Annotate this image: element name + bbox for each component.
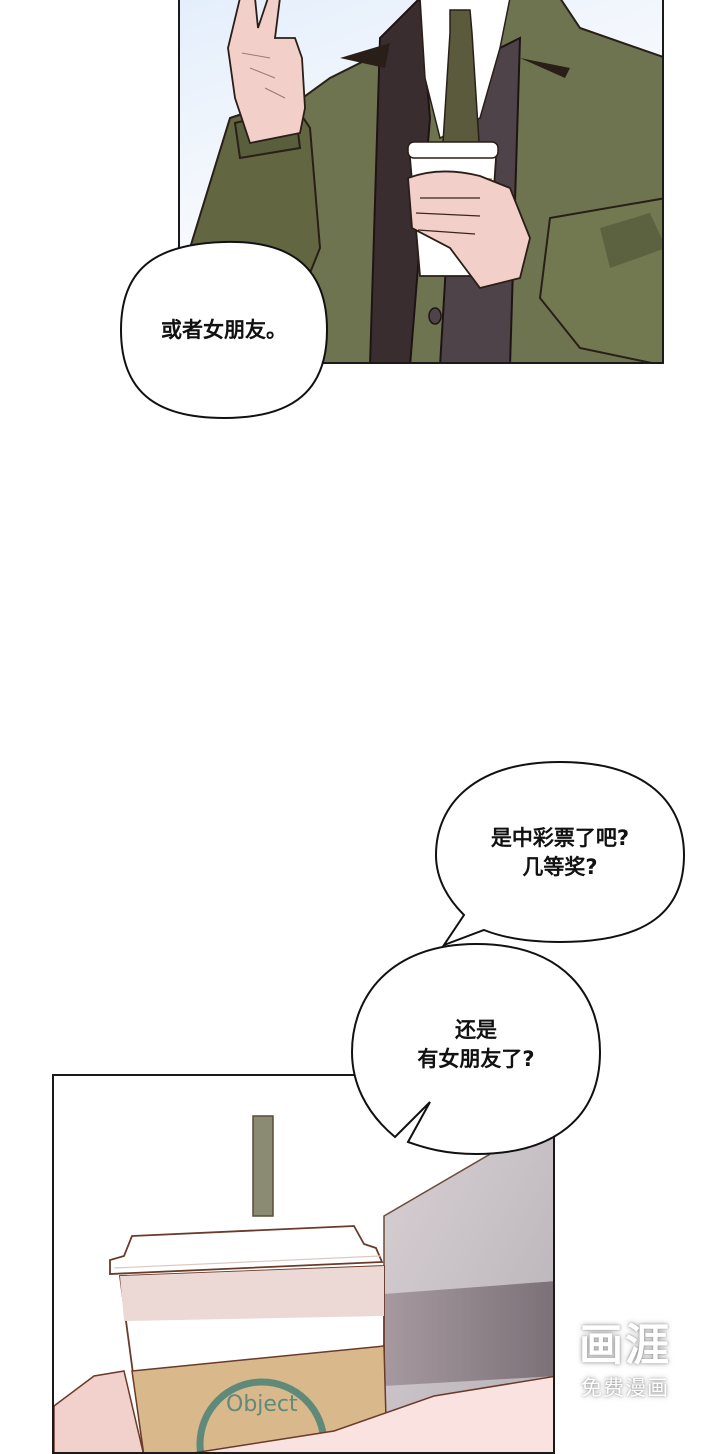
panel-1-artwork [188, 0, 662, 362]
speech-bubble-shape [350, 942, 602, 1156]
speech-bubble-3: 还是 有女朋友了? [350, 942, 602, 1156]
panel-2-artwork: Object [54, 1115, 553, 1452]
watermark: 画涯 免费漫画 [562, 1318, 688, 1418]
comic-panel-1 [178, 0, 664, 364]
watermark-subtitle: 免费漫画 [581, 1376, 669, 1400]
bubble-2-text: 是中彩票了吧? 几等奖? [491, 824, 629, 882]
bubble-1-text: 或者女朋友。 [161, 316, 287, 345]
bubble-line: 还是 [455, 1018, 497, 1042]
bubble-line: 或者女朋友。 [161, 317, 287, 342]
bubble-line: 是中彩票了吧? [490, 826, 630, 850]
comic-panel-2: Object [52, 1074, 555, 1454]
bubble-line: 有女朋友了? [417, 1047, 535, 1071]
speech-bubble-1: 或者女朋友。 [119, 240, 329, 420]
bubble-3-text: 还是 有女朋友了? [417, 1016, 534, 1074]
cup-sleeve-logo-text: Object [226, 1392, 298, 1417]
speech-bubble-2: 是中彩票了吧? 几等奖? [434, 760, 686, 948]
bubble-line: 几等奖? [522, 855, 598, 879]
speech-bubble-shape [119, 240, 329, 420]
speech-bubble-shape [434, 760, 686, 948]
watermark-logo: 画涯 [579, 1320, 671, 1371]
